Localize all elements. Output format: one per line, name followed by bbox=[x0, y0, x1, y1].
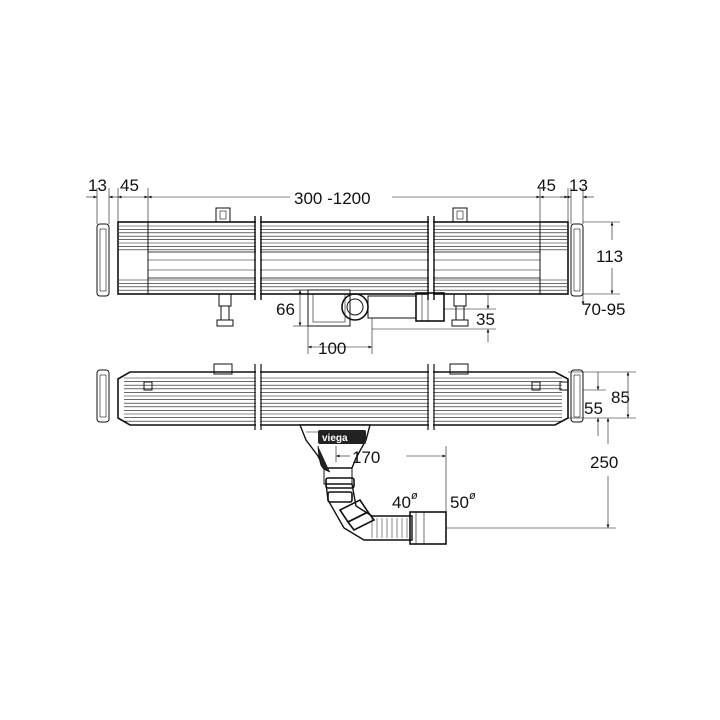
dim-outlet-distance: 170 bbox=[352, 448, 380, 467]
left-end-plate bbox=[96, 369, 110, 423]
bottom-dimensions: 85 55 250 170 40 ø 50 ø bbox=[335, 371, 636, 529]
adjustable-foot bbox=[216, 293, 234, 327]
dim-pipe-large-symbol: ø bbox=[469, 490, 476, 502]
dim-outlet-height: 66 bbox=[276, 300, 295, 319]
left-end-plate bbox=[96, 223, 110, 297]
top-dimensions: 13 45 300 -1200 45 13 113 70-95 66 100 3… bbox=[86, 176, 625, 358]
drain-outlet-bottom: viega bbox=[298, 424, 447, 545]
brand-logo: viega bbox=[322, 433, 348, 444]
dim-outlet-offset: 35 bbox=[476, 310, 495, 329]
adjustable-foot bbox=[451, 293, 469, 327]
drain-outlet-side bbox=[307, 289, 445, 327]
dim-outlet-depth: 250 bbox=[590, 453, 618, 472]
dim-length-range: 300 -1200 bbox=[294, 189, 371, 208]
right-end-plate bbox=[570, 369, 584, 423]
dim-left-margin: 45 bbox=[120, 176, 139, 195]
dim-adjust-range: 70-95 bbox=[582, 300, 625, 319]
mounting-clip bbox=[215, 207, 231, 223]
dim-pipe-small-symbol: ø bbox=[411, 490, 418, 502]
dim-right-margin: 45 bbox=[537, 176, 556, 195]
dim-left-plate: 13 bbox=[88, 176, 107, 195]
mounting-clip bbox=[213, 363, 233, 375]
dim-plate-height: 55 bbox=[584, 399, 603, 418]
top-channel-view bbox=[96, 207, 584, 327]
channel-body bbox=[117, 371, 569, 426]
bottom-channel-view: viega bbox=[96, 363, 584, 545]
dim-pipe-small: 40 bbox=[392, 493, 411, 512]
dim-pipe-large: 50 bbox=[450, 493, 469, 512]
dim-channel-height: 85 bbox=[611, 388, 630, 407]
channel-ribs bbox=[124, 377, 562, 422]
dim-outlet-width: 100 bbox=[318, 339, 346, 358]
right-end-plate bbox=[570, 223, 584, 297]
mounting-clip bbox=[449, 363, 469, 375]
dim-right-plate: 13 bbox=[569, 176, 588, 195]
dim-total-height: 113 bbox=[596, 247, 623, 266]
mounting-clip bbox=[452, 207, 468, 223]
